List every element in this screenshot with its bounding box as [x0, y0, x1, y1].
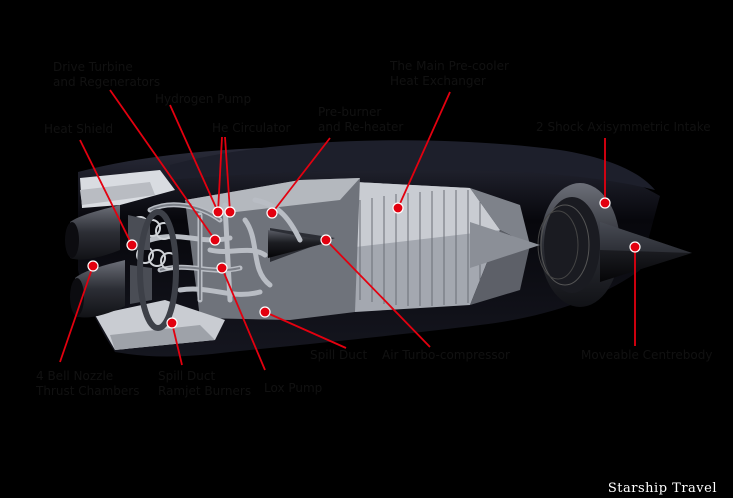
bell-nozzles [65, 205, 152, 318]
turbo-compressor-cone [268, 230, 330, 258]
label-precooler-line1: The Main Pre-cooler [390, 59, 509, 73]
marker-preburner [266, 207, 278, 219]
label-he-circulator: He Circulator [212, 121, 291, 135]
label-spill-duct: Spill Duct [310, 348, 368, 362]
label-drive-turbine-line2: and Regenerators [53, 75, 161, 89]
marker-precooler [392, 202, 404, 214]
intake-inner [544, 197, 600, 293]
marker-centrebody [629, 241, 641, 253]
label-preburner-line1: Pre-burner [318, 105, 382, 119]
marker-bell-nozzle [87, 260, 99, 272]
marker-air-turbo-compressor [320, 234, 332, 246]
label-hydrogen-pump: Hydrogen Pump [155, 92, 252, 106]
label-lox-pump: Lox Pump [264, 381, 323, 395]
marker-drive-turbine [209, 234, 221, 246]
marker-he-circulator [224, 206, 236, 218]
label-bell-nozzle-line2: Thrust Chambers [36, 384, 140, 398]
label-air-turbo-compressor: Air Turbo-compressor [382, 348, 510, 362]
label-preburner-line2: and Re-heater [318, 120, 404, 134]
label-preburner: Pre-burner and Re-heater [318, 105, 403, 135]
label-precooler: The Main Pre-cooler Heat Exchanger [390, 59, 509, 89]
spill-duct-ring [137, 209, 179, 331]
label-spill-duct-ramjet-line2: Ramjet Burners [158, 384, 252, 398]
label-bell-nozzle: 4 Bell Nozzle Thrust Chambers [36, 369, 139, 399]
label-precooler-line2: Heat Exchanger [390, 74, 486, 88]
label-heat-shield: Heat Shield [44, 122, 114, 136]
leader-lines [59, 89, 636, 371]
label-markers [87, 197, 641, 329]
marker-intake [599, 197, 611, 209]
nacelle-upper-sweep [170, 140, 655, 190]
label-drive-turbine: Drive Turbine and Regenerators [53, 60, 160, 90]
marker-heat-shield [126, 239, 138, 251]
label-centrebody: Moveable Centrebody [581, 348, 713, 362]
credit-watermark: Starship Travel [607, 481, 717, 496]
marker-spill-duct [259, 306, 271, 318]
label-bell-nozzle-line1: 4 Bell Nozzle [36, 369, 114, 383]
marker-lox-pump [216, 262, 228, 274]
marker-spill-duct-ramjet [166, 317, 178, 329]
label-drive-turbine-line1: Drive Turbine [53, 60, 133, 74]
label-intake: 2 Shock Axisymmetric Intake [536, 120, 711, 134]
label-spill-duct-ramjet: Spill Duct Ramjet Burners [158, 369, 251, 399]
marker-hydrogen-pump [212, 206, 224, 218]
precooler-block [330, 182, 540, 312]
label-spill-duct-ramjet-line1: Spill Duct [158, 369, 216, 383]
